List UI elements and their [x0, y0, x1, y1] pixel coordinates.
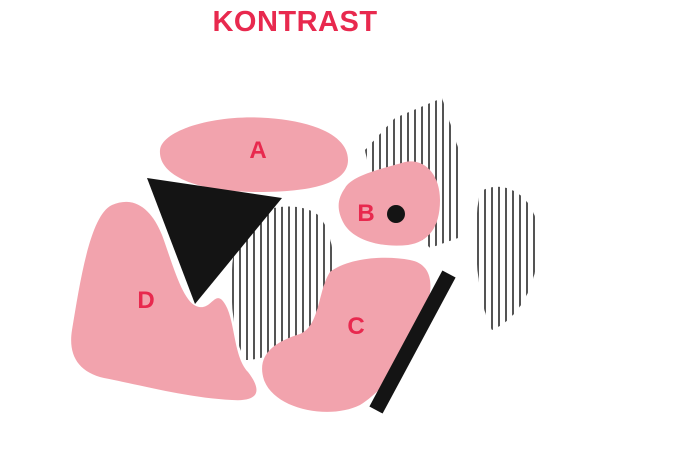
shape-d-label: D — [137, 287, 154, 314]
shape-b-label: B — [357, 200, 374, 227]
shape-b — [339, 161, 440, 245]
hatch-region-right — [476, 187, 538, 330]
shape-a-label: A — [249, 137, 266, 164]
shape-c-label: C — [347, 313, 364, 340]
black-dot — [387, 205, 405, 223]
